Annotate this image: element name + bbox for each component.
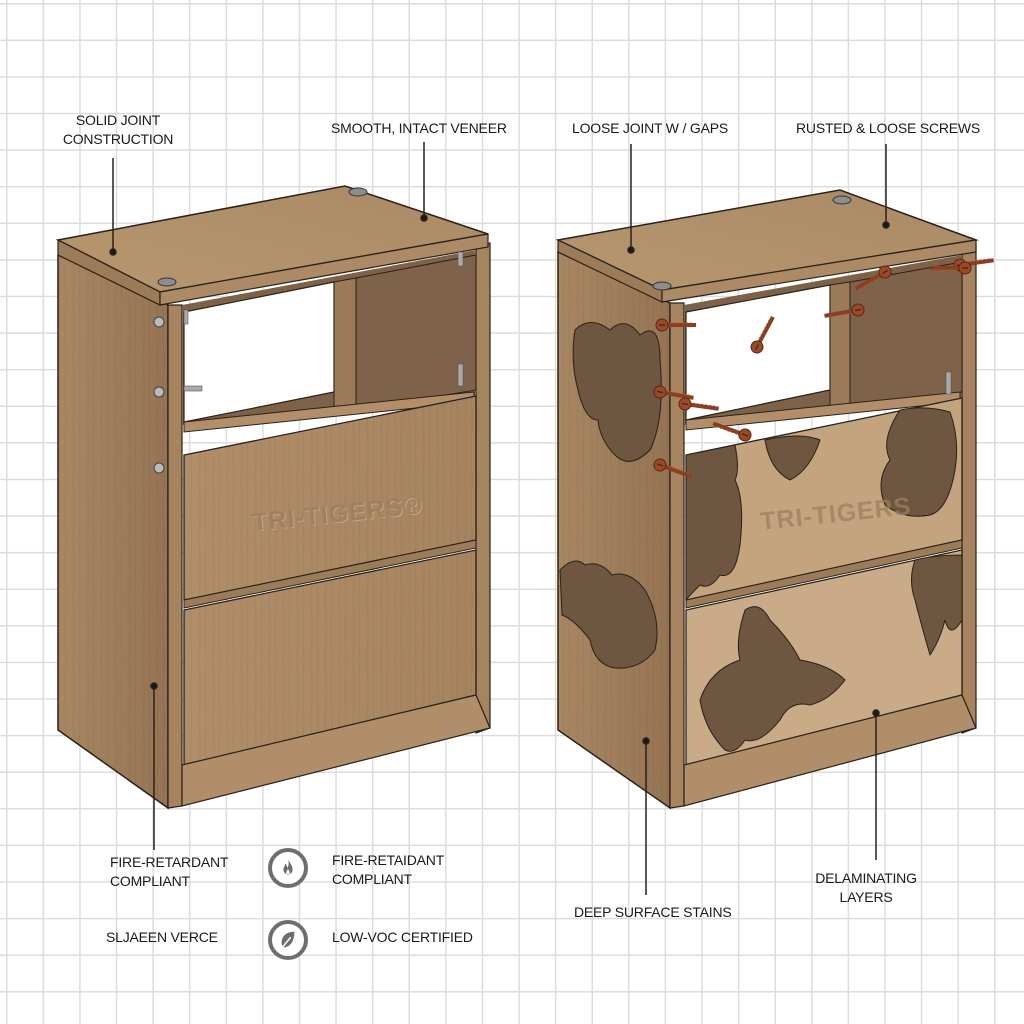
callout-solid-joint: SOLID JOINT CONSTRUCTION [62,112,174,147]
callout-fire-retardant-left: FIRE-RETARDANT COMPLIANT [110,854,229,889]
cert-label-voc: LOW-VOC CERTIFIED [332,929,473,945]
cert-label-fire: FIRE-RETAIDANT COMPLIANT [332,852,445,887]
callout-leaders [109,142,890,895]
callout-surface-stains: DEEP SURFACE STAINS [574,904,732,920]
right-cabinet [555,189,997,810]
callout-rusted-screws: RUSTED & LOOSE SCREWS [796,120,981,136]
flame-icon [283,858,293,875]
callout-delaminating: DELAMINATING LAYERS [815,870,917,905]
callout-bottom-left: SLJAEEN VERCE [106,929,218,945]
voc-cert-badge [268,920,308,960]
fire-cert-badge [268,848,308,888]
callout-loose-joint: LOOSE JOINT W / GAPS [572,120,728,136]
left-cabinet [55,185,491,810]
leaf-icon [281,931,295,949]
stain-upper [572,322,662,462]
stain-lower [559,560,658,669]
callout-veneer: SMOOTH, INTACT VENEER [331,120,507,136]
